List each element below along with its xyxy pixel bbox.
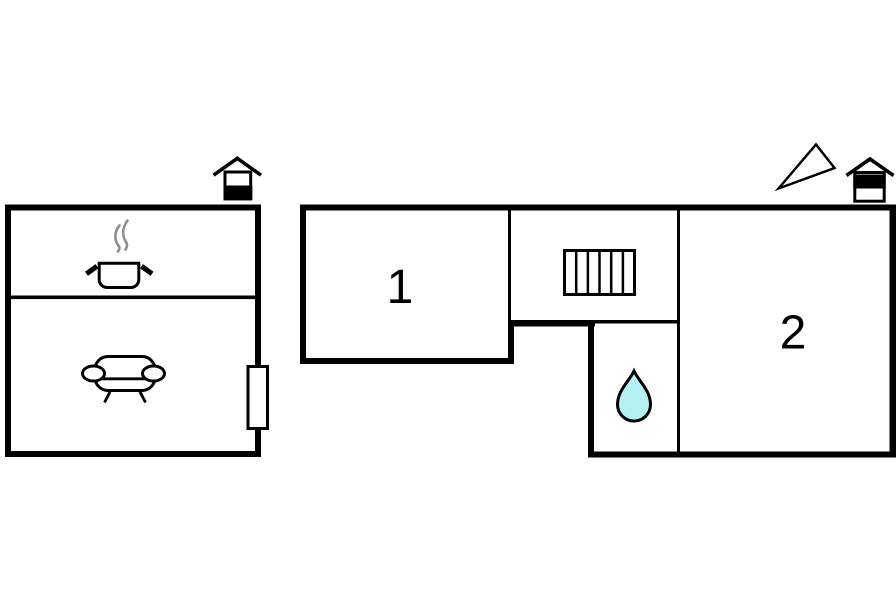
stairs-treads	[574, 250, 625, 295]
water-drop-icon	[615, 367, 653, 423]
upper-top-wall	[300, 204, 896, 211]
stairs-icon	[563, 249, 636, 296]
pot-handle-right	[140, 264, 154, 276]
room1-label: 1	[387, 261, 414, 314]
upper-right-wall	[889, 204, 896, 458]
ground-floor-building	[5, 156, 269, 457]
steam-wave-right	[121, 219, 129, 251]
sofa-leg-left	[103, 391, 112, 404]
hall-step-wall-vertical	[508, 320, 514, 364]
steam-icon	[114, 219, 129, 253]
upper-floor-building: 1 2	[300, 142, 896, 458]
sofa-armrest-right	[141, 364, 166, 383]
kitchen-living-divider-wall	[5, 295, 261, 300]
house-roof	[845, 156, 895, 177]
house-roof	[212, 156, 263, 177]
steam-wave-left	[114, 224, 121, 253]
ground-floor-house-icon	[212, 156, 263, 201]
room2-label: 2	[780, 307, 807, 360]
house-fill-band	[223, 185, 253, 201]
room1-hall-divider-wall	[508, 204, 511, 324]
pot-body	[97, 261, 141, 289]
room1-left-wall	[300, 204, 306, 364]
north-arrow-icon	[774, 142, 837, 192]
upper-bottom-wall	[589, 451, 896, 458]
sofa-leg-right	[138, 391, 147, 404]
ground-floor-outer-walls	[5, 204, 261, 457]
upper-floor-house-icon	[845, 156, 895, 203]
sofa-armrest-left	[81, 364, 106, 383]
bathroom-room2-divider-wall	[677, 204, 680, 458]
pot-handle-left	[85, 264, 99, 276]
room1-bottom-wall	[300, 358, 514, 364]
hall-step-wall-horizontal	[508, 320, 595, 327]
bathroom-left-wall	[588, 320, 594, 458]
sofa-icon	[81, 355, 166, 404]
house-fill-band	[853, 174, 886, 189]
hall-bathroom-divider-wall	[592, 320, 680, 324]
window-marker	[246, 365, 269, 430]
cooking-pot-icon	[85, 219, 154, 289]
